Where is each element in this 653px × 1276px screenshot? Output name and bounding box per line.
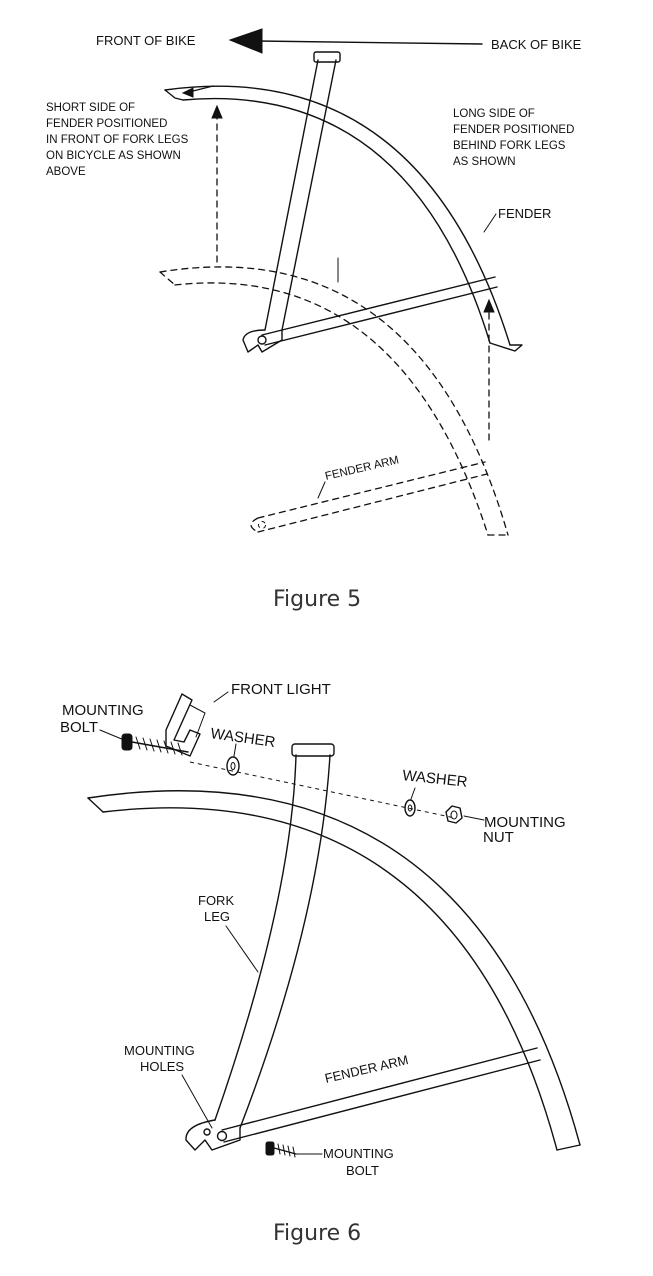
fork-leg-fig5 xyxy=(242,51,341,353)
leader-line xyxy=(99,729,125,741)
leader-line xyxy=(483,213,497,233)
front-light-label: FRONT LIGHT xyxy=(231,681,331,698)
direction-arrow xyxy=(228,28,483,54)
mounting-nut-icon xyxy=(445,805,463,824)
front-of-bike-label: FRONT OF BIKE xyxy=(96,33,196,48)
long-side-note: LONG SIDE OF FENDER POSITIONED BEHIND FO… xyxy=(453,108,578,168)
bolt-axis-line xyxy=(189,761,456,819)
axle-hole-icon xyxy=(257,335,267,345)
fender-dashed xyxy=(159,257,509,536)
mounting-holes-label: MOUNTING HOLES xyxy=(124,1043,198,1074)
fender-arm-fig5 xyxy=(261,276,498,346)
up-arrow-icon xyxy=(483,298,495,313)
right-washer-label: WASHER xyxy=(402,767,469,791)
fender-arm-dashed xyxy=(250,461,488,533)
fender-label: FENDER xyxy=(498,206,551,221)
right-washer-icon xyxy=(404,799,416,817)
arrowhead-icon xyxy=(228,28,263,54)
small-arrow-icon xyxy=(181,87,194,98)
mounting-bolt-bottom-label: MOUNTING BOLT xyxy=(323,1146,397,1178)
front-light-bracket xyxy=(165,693,206,757)
fender-solid xyxy=(164,85,523,352)
leader-line xyxy=(410,787,416,800)
leader-line xyxy=(233,743,237,757)
fender-arm-fig6 xyxy=(221,1047,541,1143)
leader-line xyxy=(181,1074,213,1129)
fender-arm-label-fig6: FENDER ARM xyxy=(323,1052,409,1086)
mounting-hole-icon xyxy=(203,1128,211,1136)
up-arrow-icon xyxy=(211,104,223,119)
top-mounting-bolt xyxy=(121,733,189,756)
dashed-arrows xyxy=(211,104,495,441)
mounting-nut-label: MOUNTING NUT xyxy=(483,814,570,846)
bottom-mounting-bolt xyxy=(265,1141,323,1158)
mounting-bolt-top-label: MOUNTING BOLT xyxy=(60,702,148,736)
figure-5: FRONT OF BIKE BACK OF BIKE xyxy=(46,28,582,612)
axle-hole-icon xyxy=(216,1130,228,1142)
back-of-bike-label: BACK OF BIKE xyxy=(491,37,582,52)
figure-6-caption: Figure 6 xyxy=(273,1221,361,1246)
fork-leg-label: FORK LEG xyxy=(198,893,238,924)
figure-6: FRONT LIGHT MOUNTING BOLT WASHER WASHER … xyxy=(60,681,581,1246)
short-side-note: SHORT SIDE OF FENDER POSITIONED IN FRONT… xyxy=(46,102,191,178)
figure-5-caption: Figure 5 xyxy=(273,587,361,612)
fork-leg-fig6 xyxy=(185,743,335,1151)
fender-fig6 xyxy=(87,790,581,1151)
leader-line xyxy=(213,691,229,703)
leader-line xyxy=(225,925,259,973)
left-washer-label: WASHER xyxy=(209,725,276,751)
leader-line xyxy=(317,481,326,499)
fender-arm-label: FENDER ARM xyxy=(324,454,400,483)
leader-line xyxy=(463,815,485,821)
left-washer-icon xyxy=(226,756,240,776)
